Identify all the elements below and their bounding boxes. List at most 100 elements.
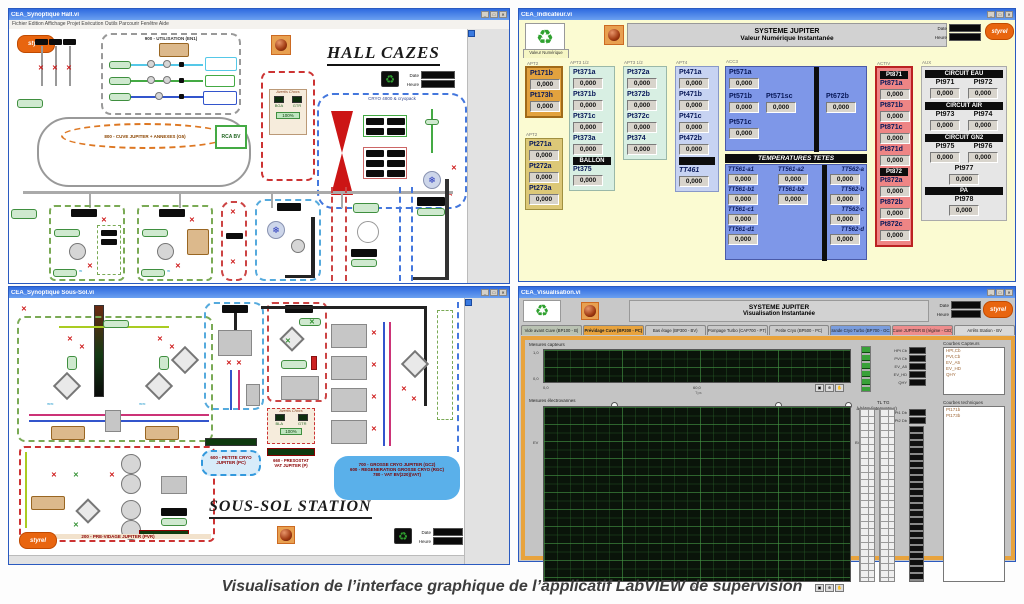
meas-row: PVt Cb [889,354,926,362]
meas-row: HPt Cb [889,346,926,354]
list-item[interactable]: PVt,Cb [946,354,961,359]
visu-tab[interactable]: Vide avant Cuve (BP100 - B) [521,325,582,335]
meas-row: EV_A5 [889,362,926,370]
sous-previdage-label: 200 - PRE-VIDAGE JUPITER (PVR) [25,534,211,539]
chart1-toolbar[interactable]: ▣⊕✋ [815,384,844,392]
visu-checkbox-grid-1[interactable] [859,408,875,582]
visu-sec1-label: Mesures capteurs [529,342,565,347]
close-icon[interactable]: ✕ [1005,289,1013,296]
num-title-bar[interactable]: CEA_Indicateur.vi _□✕ [519,9,1015,20]
hall-title-bar[interactable]: CEA_Synoptique Hall.vi _□✕ [9,9,509,20]
pa-header: PA [925,187,1003,195]
minimize-icon[interactable]: _ [481,289,489,296]
close-icon[interactable]: ✕ [499,11,507,18]
visu-tab[interactable]: Arrêts Station - BV [954,325,1015,335]
hall-left-valve-cluster: ✕✕✕ [33,39,77,95]
visu-title-bar[interactable]: CEA_Visualisation.vi _□✕ [519,287,1015,298]
meas-row: EV_HD [889,370,926,378]
maximize-icon[interactable]: □ [490,11,498,18]
list-item[interactable]: EV_A5 [946,360,961,365]
num-title1: SYSTEME JUPITER [754,28,820,35]
list-item[interactable]: Pt171b [946,407,961,412]
visu-tab[interactable]: Bas étage (BP300 - BV) [644,325,706,335]
visu-window-title: CEA_Visualisation.vi [521,289,581,296]
list-item[interactable]: EV_HD [946,366,962,371]
list-item[interactable]: QHY [946,372,956,377]
num-tab[interactable]: Valeur Numérique [523,49,569,58]
pt978-cell: Pt978 0,000 [925,196,1003,216]
pan-icon: ✋ [835,584,844,592]
pt977-cell: Pt977 0,000 [925,165,1003,185]
visu-checkbox-grid-2[interactable] [879,408,895,582]
sous-scrollbar[interactable] [464,298,509,564]
hall-cryo-label: CRYO 4800 & cryopack [368,96,416,101]
sous-scroll-up-icon[interactable] [465,299,472,306]
chart2-toolbar[interactable]: ▣⊕✋ [815,584,844,592]
maximize-icon[interactable]: □ [996,289,1004,296]
visu-title2: Visualisation Instantanée [743,311,815,317]
visu-chart-capteurs[interactable] [543,349,851,383]
num-title2: Valeur Numérique Instantanée [740,35,834,42]
minimize-icon[interactable]: _ [481,11,489,18]
sous-title-bar[interactable]: CEA_Synoptique Sous-Sol.vi _□✕ [9,287,509,298]
maximize-icon[interactable]: □ [996,11,1004,18]
list-item[interactable]: HPt,Cb [946,348,961,353]
maximize-icon[interactable]: □ [490,289,498,296]
visu-chart-electrovannes[interactable] [543,406,851,582]
visu-tab[interactable]: Pompage Turbo (CAP700 - PT) [706,325,768,335]
num-header: SYSTEME JUPITER Valeur Numérique Instant… [627,23,947,47]
visu-datetime: Date Heure [935,301,981,319]
sous-presostat-label: 660 - PRESOSTAT VAT JUPITER (P) [273,458,309,468]
list-item[interactable]: Pt173b [946,413,961,418]
hall-scrollbar[interactable] [467,29,509,283]
hall-rca-box: RCA BV [215,125,247,149]
hall-lane-3: ✕ ✕ [221,201,247,281]
window-hall: CEA_Synoptique Hall.vi _□✕ Fichier Editi… [8,8,510,284]
visu-list2-title: Courbes techniques [943,400,984,405]
window-soussol: CEA_Synoptique Sous-Sol.vi _□✕ ✕ ✕✕ ✕✕ ≈… [8,286,510,565]
hall-lane-2: ✕ ✕ ≈ [137,205,213,281]
minimize-icon[interactable]: _ [987,289,995,296]
visu-tab-bar: Vide avant Cuve (BP100 - B)Prévidage Cuv… [521,325,1015,335]
sous-hscrollbar[interactable] [9,555,464,564]
visu-tab[interactable]: Prévidage Cuve (BP200 - PC) [582,325,644,335]
visu-tab[interactable]: Cuve JUPITER B (régime - CID) [892,325,954,335]
sous-blue-lane: ✕✕ [204,302,264,410]
close-icon[interactable]: ✕ [499,289,507,296]
hall-scroll-up-icon[interactable] [468,30,475,37]
hall-label-pill [17,99,43,108]
sous-pipe [261,306,427,309]
hall-led-pill [353,203,379,213]
visu-tab[interactable]: Grande Cryo Turbo (BP700 - GC2) [830,325,892,335]
close-icon[interactable]: ✕ [1005,11,1013,18]
minimize-icon[interactable]: _ [987,11,995,18]
sous-datetime: Date Heure [417,528,463,546]
recycle-logo: ♻ [523,300,561,322]
visu-title1: SYSTEME JUPITER [748,304,810,311]
lock-icon: ▣ [815,384,824,392]
hall-cuve-label: 800 - CUVE JUPITER + ANNEXES (G5) [104,133,186,139]
num-datetime: Date Heure [933,24,983,42]
sous-greenbar [205,438,257,446]
visu-tab[interactable]: Petite Cryo (BP500 - PC) [768,325,830,335]
